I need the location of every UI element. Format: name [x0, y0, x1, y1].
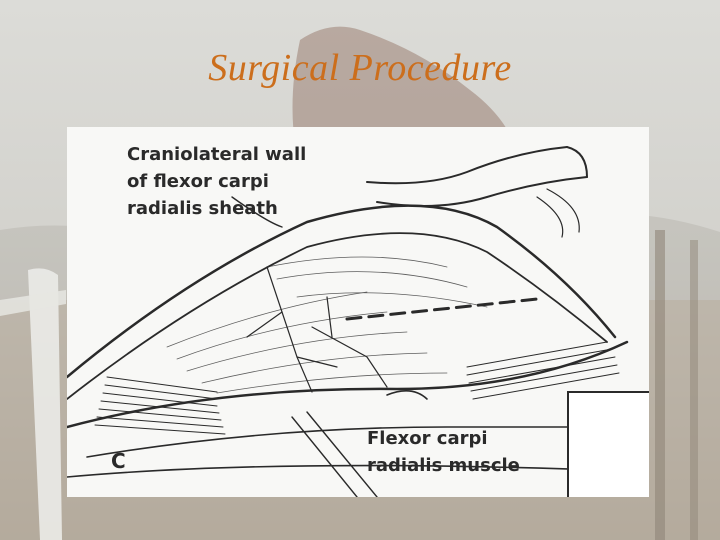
slide-title: Surgical Procedure — [208, 47, 512, 89]
label-line: Flexor carpi — [367, 428, 488, 449]
label-line: of flexor carpi — [127, 171, 269, 192]
label-line: Craniolateral wall — [127, 144, 307, 165]
label-craniolateral-wall: Craniolateral wall of flexor carpi radia… — [127, 141, 306, 222]
anatomy-drawing — [67, 146, 649, 497]
panel-letter: C — [111, 449, 126, 473]
surgical-illustration: Craniolateral wall of flexor carpi radia… — [67, 127, 649, 497]
label-line: radialis muscle — [367, 455, 520, 476]
label-line: radialis sheath — [127, 198, 278, 219]
label-flexor-carpi-radialis-muscle: Flexor carpi radialis muscle — [367, 425, 520, 479]
